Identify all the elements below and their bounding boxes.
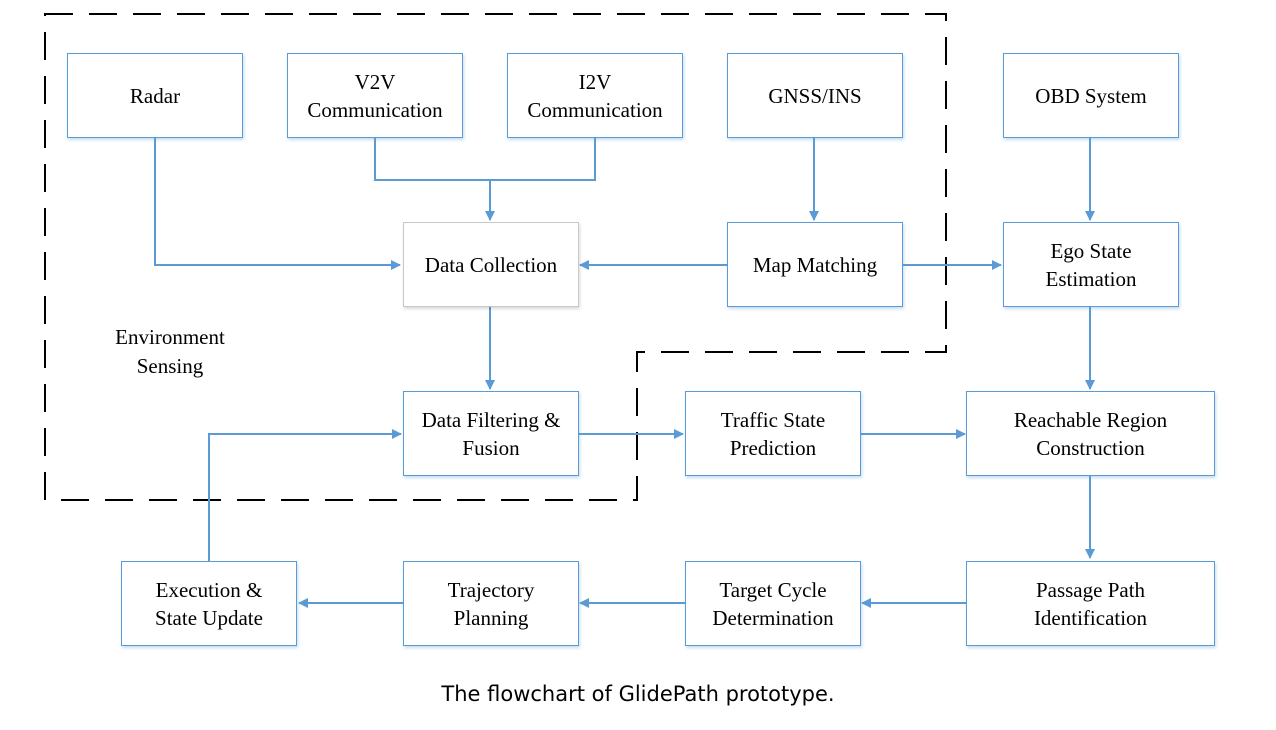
environment-sensing-region (44, 13, 947, 501)
node-ego-state-estimation: Ego State Estimation (1003, 222, 1179, 307)
node-data-filtering-fusion: Data Filtering & Fusion (403, 391, 579, 476)
edge-execution-to-data-filtering (208, 429, 402, 561)
edge-radar-to-data-collection (154, 138, 401, 270)
node-map-matching: Map Matching (727, 222, 903, 307)
node-data-collection: Data Collection (403, 222, 579, 307)
figure-caption: The flowchart of GlidePath prototype. (441, 682, 835, 706)
node-obd-system: OBD System (1003, 53, 1179, 138)
edge-v2v-to-data-collection (374, 138, 490, 181)
node-reachable-region-construction: Reachable Region Construction (966, 391, 1215, 476)
node-v2v-communication: V2V Communication (287, 53, 463, 138)
edge-i2v-to-data-collection (485, 138, 596, 221)
node-passage-path-identification: Passage Path Identification (966, 561, 1215, 646)
node-traffic-state-prediction: Traffic State Prediction (685, 391, 861, 476)
environment-sensing-label: Environment Sensing (115, 325, 225, 378)
node-target-cycle-determination: Target Cycle Determination (685, 561, 861, 646)
node-trajectory-planning: Trajectory Planning (403, 561, 579, 646)
node-execution-state-update: Execution & State Update (121, 561, 297, 646)
node-i2v-communication: I2V Communication (507, 53, 683, 138)
node-radar: Radar (67, 53, 243, 138)
node-gnss-ins: GNSS/INS (727, 53, 903, 138)
